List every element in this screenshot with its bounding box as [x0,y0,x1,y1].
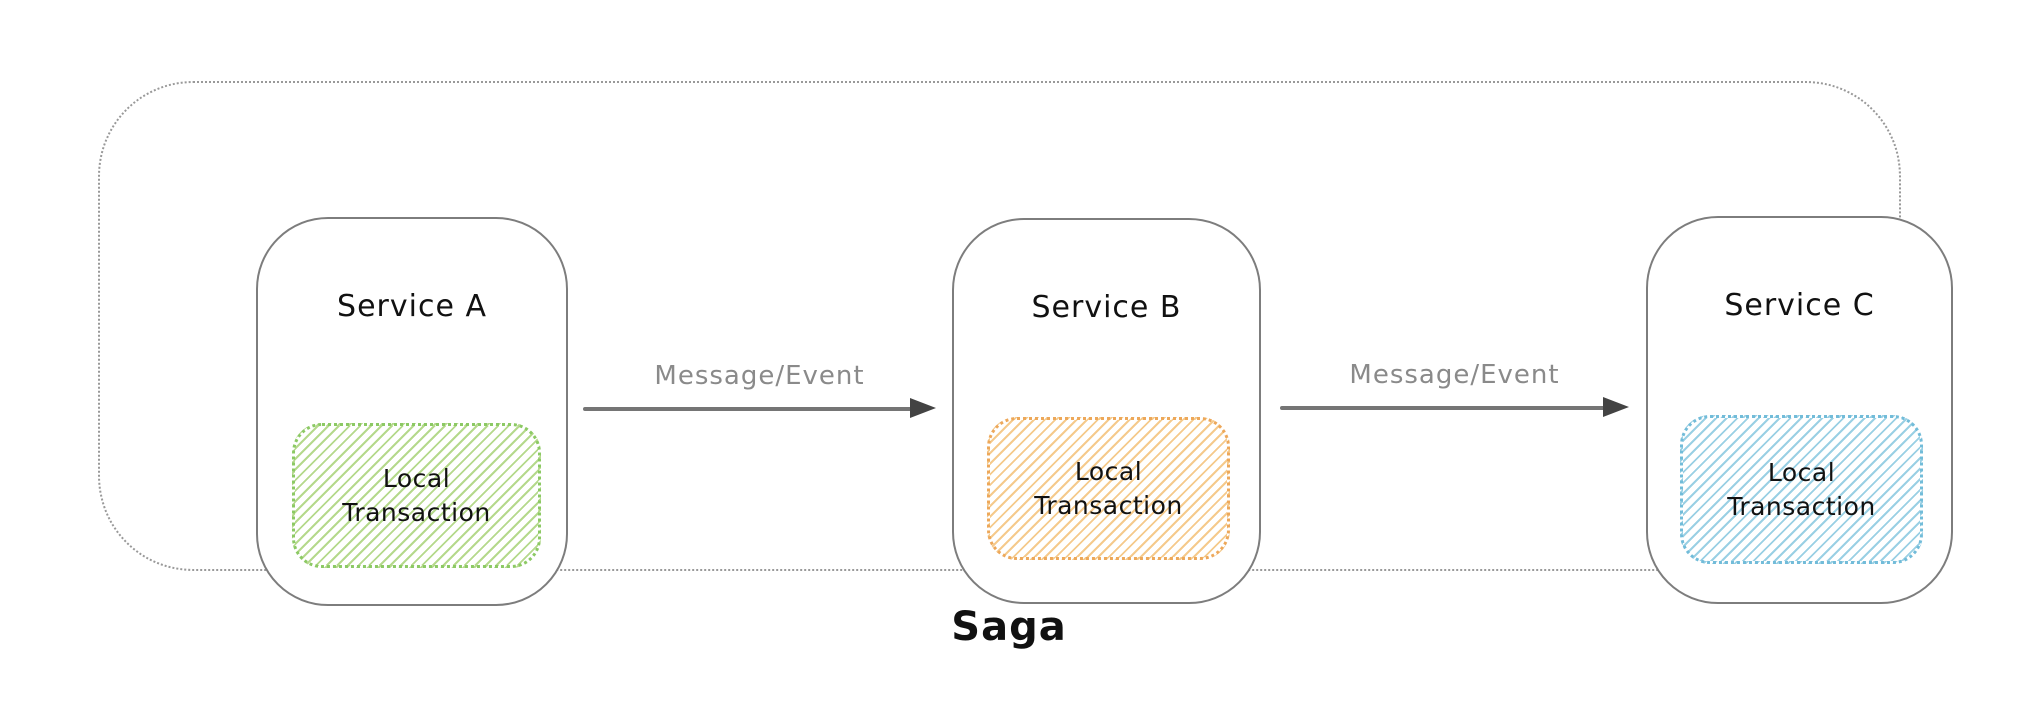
service-c-local-transaction-box: Local Transaction [1680,415,1923,564]
service-a-local-transaction-box: Local Transaction [292,423,541,568]
service-c-box: Service C Local Transaction [1646,216,1953,604]
service-b-local-transaction-box: Local Transaction [987,417,1230,560]
service-a-title: Service A [337,289,487,324]
service-b-title: Service B [1031,290,1182,325]
service-c-title: Service C [1724,288,1875,323]
saga-container-outline: Service A Local Transaction Message/Even… [98,81,1953,606]
arrow-b-to-c-shaft [1280,406,1611,410]
service-b-box: Service B Local Transaction [952,218,1261,604]
arrow-b-to-c-label: Message/Event [1349,360,1560,390]
service-a-local-transaction-label: Local Transaction [342,463,491,527]
arrow-a-to-b-label: Message/Event [654,361,865,391]
saga-caption: Saga [951,604,1067,650]
service-c-local-transaction-label: Local Transaction [1727,457,1876,521]
arrow-a-to-b-arrowhead-icon [910,398,936,418]
arrow-b-to-c-arrowhead-icon [1603,397,1629,417]
arrow-a-to-b-shaft [583,407,918,411]
service-b-local-transaction-label: Local Transaction [1034,456,1183,520]
service-a-box: Service A Local Transaction [256,217,568,606]
